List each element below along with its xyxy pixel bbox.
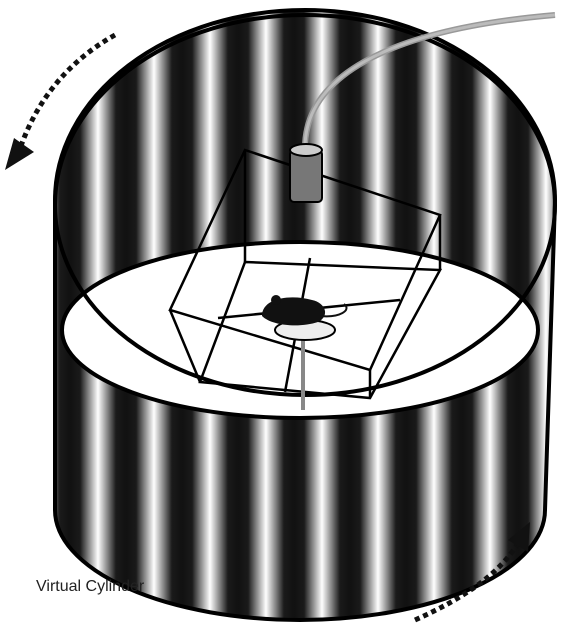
caption-label: Virtual Cylinder: [36, 578, 144, 596]
